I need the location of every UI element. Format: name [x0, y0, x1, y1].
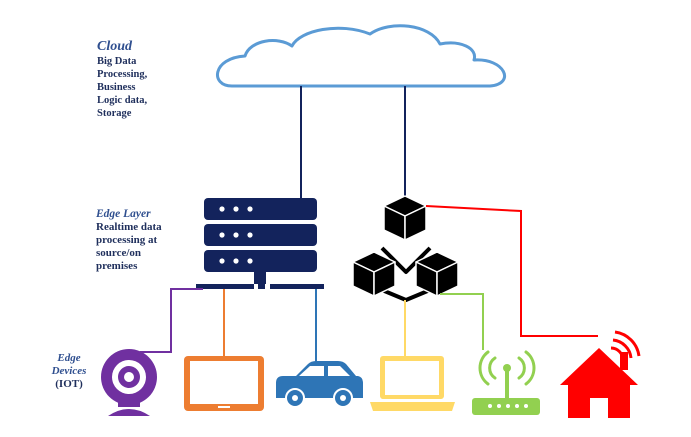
car-icon	[276, 361, 363, 408]
webcam-connector	[140, 288, 203, 353]
cloud-desc-line-3: Business	[97, 82, 136, 93]
edge-desc-line-1: Realtime data	[96, 221, 162, 233]
edge-layer-label: Edge Layer Realtime data processing at s…	[96, 207, 162, 273]
edge-desc-line-2: processing at	[96, 234, 158, 246]
edge-devices-title-1: Edge	[57, 352, 81, 364]
router-connector	[440, 293, 484, 350]
edge-devices-sub: (IOT)	[55, 378, 83, 390]
blockchain-cubes-icon	[352, 195, 459, 302]
edge-devices-label: Edge Devices (IOT)	[50, 352, 88, 391]
edge-desc-line-4: premises	[96, 260, 138, 272]
smart-home-icon	[560, 330, 641, 418]
cloud-desc-line-1: Big Data	[97, 56, 137, 67]
cloud-title: Cloud	[97, 39, 133, 54]
webcam-icon	[101, 349, 157, 416]
cloud-desc-line-4: Logic data,	[97, 95, 148, 106]
edge-devices-title-2: Devices	[51, 365, 87, 377]
tablet-icon	[184, 356, 264, 411]
cloud-desc-line-2: Processing,	[97, 69, 148, 80]
server-rack-icon	[196, 198, 324, 289]
cloud-label: Cloud Big Data Processing, Business Logi…	[97, 38, 147, 120]
wifi-router-icon	[472, 350, 540, 415]
laptop-icon	[370, 356, 455, 411]
edge-layer-title: Edge Layer	[96, 208, 151, 220]
home-connector	[425, 205, 598, 337]
cloud-desc-line-5: Storage	[97, 108, 132, 119]
edge-desc-line-3: source/on	[96, 247, 142, 259]
cloud-icon	[216, 24, 507, 88]
